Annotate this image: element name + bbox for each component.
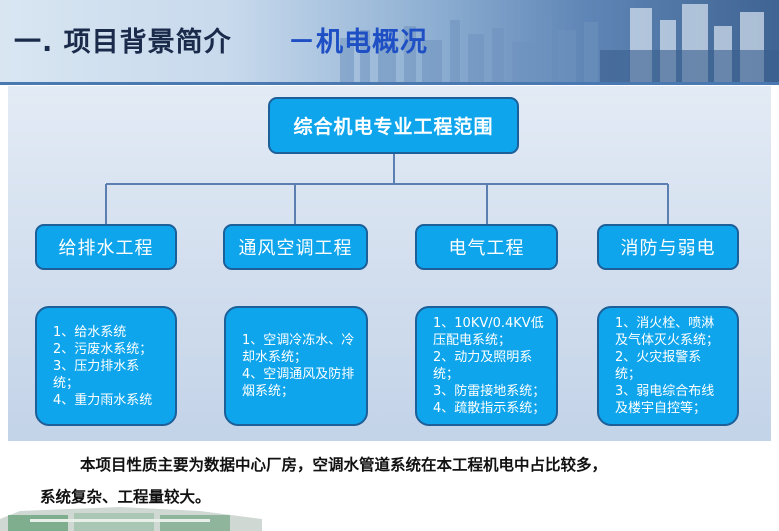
detail-item: 3、压力排水系统；	[53, 358, 140, 391]
detail-node-plumbing: 1、给水系统 2、污废水系统； 3、压力排水系统； 4、重力雨水系统	[35, 306, 177, 426]
city-skyline-image	[340, 4, 779, 82]
category-node-electrical: 电气工程	[415, 224, 558, 270]
detail-item: 4、疏散指示系统；	[433, 401, 546, 416]
detail-item: 1、消火栓、喷淋及气体灭火系统；	[615, 316, 720, 348]
category-node-plumbing: 给排水工程	[35, 224, 177, 270]
page-subtitle: －机电概况	[288, 27, 428, 58]
detail-item: 1、10KV/0.4KV低压配电系统；	[433, 316, 544, 348]
body-text-line-1: 本项目性质主要为数据中心厂房，空调水管道系统在本工程机电中占比较多，	[80, 456, 608, 474]
page-title: 一. 项目背景简介	[14, 27, 232, 58]
category-node-hvac: 通风空调工程	[223, 224, 368, 270]
body-text-line-2: 系统复杂、工程量较大。	[40, 488, 211, 506]
detail-node-hvac: 1、空调冷冻水、冷却水系统； 4、空调通风及防排烟系统；	[224, 306, 368, 426]
detail-item: 3、防雷接地系统；	[433, 384, 546, 399]
detail-item: 2、火灾报警系统；	[615, 350, 702, 382]
detail-item: 4、空调通风及防排烟系统；	[242, 367, 355, 399]
detail-item: 1、给水系统	[53, 324, 127, 340]
header-divider	[0, 82, 779, 85]
header-banner: 一. 项目背景简介 －机电概况	[0, 0, 779, 82]
equipment-photo	[0, 505, 262, 531]
detail-item: 2、污废水系统；	[53, 341, 153, 357]
detail-node-electrical: 1、10KV/0.4KV低压配电系统； 2、动力及照明系统； 3、防雷接地系统；…	[415, 306, 558, 426]
category-node-fire-lowvoltage: 消防与弱电	[597, 224, 739, 270]
detail-node-fire-lowvoltage: 1、消火栓、喷淋及气体灭火系统； 2、火灾报警系统； 3、弱电综合布线及楼宇自控…	[597, 306, 739, 426]
detail-item: 1、空调冷冻水、冷却水系统；	[242, 333, 355, 365]
detail-item: 2、动力及照明系统；	[433, 350, 533, 382]
detail-item: 3、弱电综合布线及楼宇自控等；	[615, 384, 715, 416]
root-node: 综合机电专业工程范围	[268, 97, 519, 154]
detail-item: 4、重力雨水系统	[53, 392, 153, 408]
